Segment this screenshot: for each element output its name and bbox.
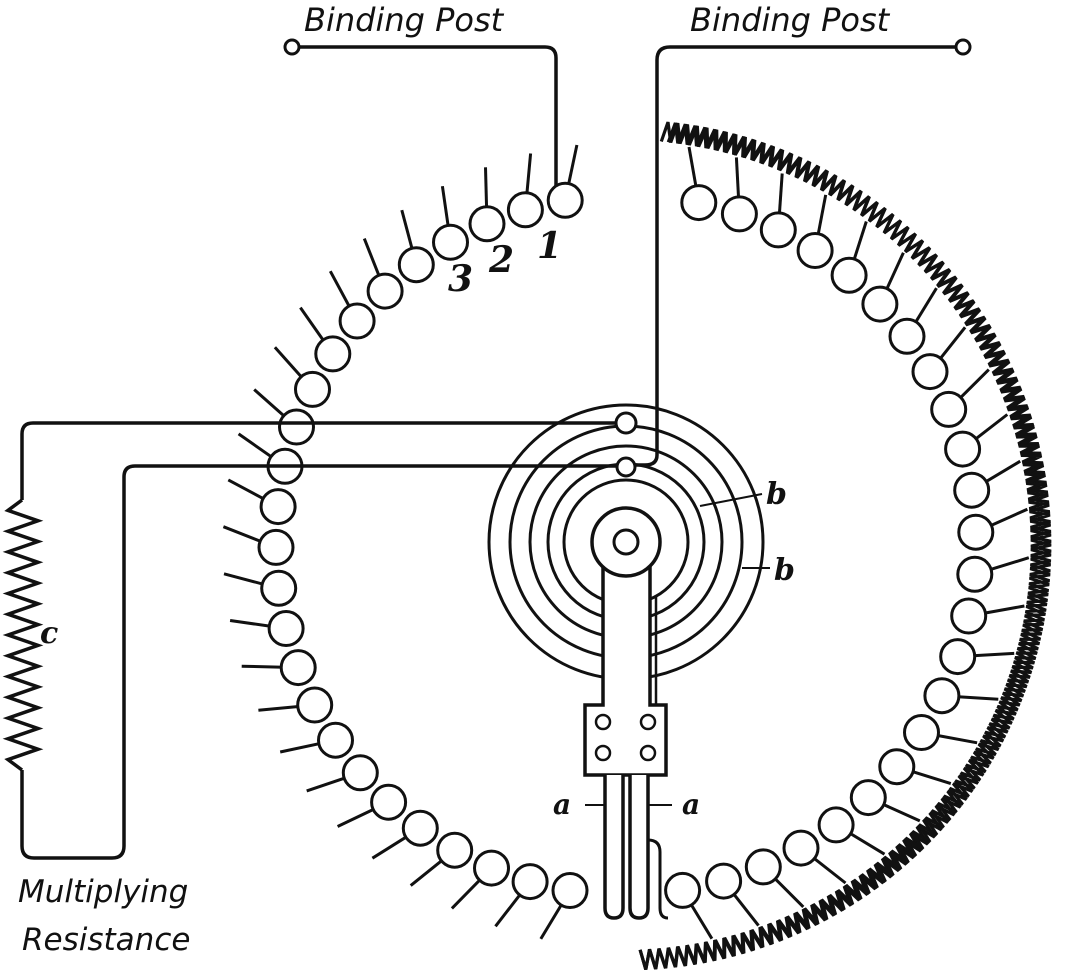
contact-stud <box>551 872 589 909</box>
binding-post-label-left: Binding Post <box>304 1 505 39</box>
coil-zigzag <box>638 122 1052 970</box>
contact-stud <box>888 317 926 355</box>
contact-stud <box>664 871 702 909</box>
coil-label-c: c <box>40 616 58 651</box>
contact-stud <box>944 430 982 468</box>
contact-stud <box>759 211 797 249</box>
multiplying-resistance <box>2 421 617 860</box>
contact-stud <box>279 649 317 687</box>
contact-stud <box>817 806 855 844</box>
contact-stud <box>296 686 334 724</box>
contact-stud <box>506 191 544 229</box>
resistance-label: Resistance <box>22 922 190 958</box>
contact-stud <box>953 471 991 509</box>
spring-label-a-left: a <box>553 788 571 821</box>
contact-stud <box>705 862 743 900</box>
contact-stud <box>511 863 549 901</box>
left-resistance-coil <box>638 121 1052 970</box>
contact-stud <box>878 748 916 786</box>
contact-stud <box>401 809 439 847</box>
contact-stud <box>861 285 899 323</box>
contact-stud <box>259 488 297 526</box>
contact-stud <box>950 597 988 635</box>
contact-stud <box>397 246 435 284</box>
contact-stud <box>341 754 379 792</box>
contact-stud <box>267 610 305 647</box>
contact-stud <box>957 513 995 551</box>
contact-stud <box>260 569 298 607</box>
contact-number-3: 3 <box>448 258 473 300</box>
right-resistance-coil <box>638 122 1052 970</box>
contact-stud <box>911 353 949 391</box>
ring-label-b-outer: b <box>774 553 795 588</box>
contact-stud <box>546 181 584 219</box>
contact-stud <box>473 849 510 887</box>
contact-stud <box>923 677 961 715</box>
contact-stud <box>278 408 315 446</box>
contact-arm <box>583 506 672 920</box>
contact-stud <box>468 205 506 243</box>
contact-number-1: 1 <box>537 225 562 267</box>
multiplying-label: Multiplying <box>18 874 188 910</box>
contact-stud <box>744 848 782 886</box>
coil-zigzag <box>638 121 1052 970</box>
binding-post-label-right: Binding Post <box>690 1 891 39</box>
contact-stud <box>314 335 352 373</box>
contact-stud <box>436 831 474 869</box>
contact-stud <box>830 256 868 294</box>
contact-stud <box>956 555 994 593</box>
contact-stud <box>782 829 820 867</box>
contact-stud <box>257 528 295 566</box>
contact-stud <box>849 779 887 817</box>
contact-number-2: 2 <box>488 239 514 281</box>
right-binding-post <box>633 38 972 467</box>
leader-b-inner <box>699 493 763 507</box>
contact-stud <box>939 638 977 676</box>
contact-stud <box>294 370 331 408</box>
spring-label-a-right: a <box>682 788 700 821</box>
contact-stud <box>366 272 404 310</box>
left-binding-post <box>283 38 558 186</box>
contact-stud <box>680 184 718 222</box>
contact-stud <box>796 232 834 269</box>
contact-stud <box>432 223 469 261</box>
contact-stud <box>930 390 968 428</box>
contact-stud <box>720 195 758 233</box>
contact-stud <box>370 783 408 821</box>
contact-stud <box>317 721 354 759</box>
contact-studs <box>222 144 1030 940</box>
contact-stud <box>903 714 940 751</box>
contact-stud <box>338 302 376 340</box>
ring-label-b-inner: b <box>766 477 787 512</box>
coil-c <box>2 498 44 772</box>
